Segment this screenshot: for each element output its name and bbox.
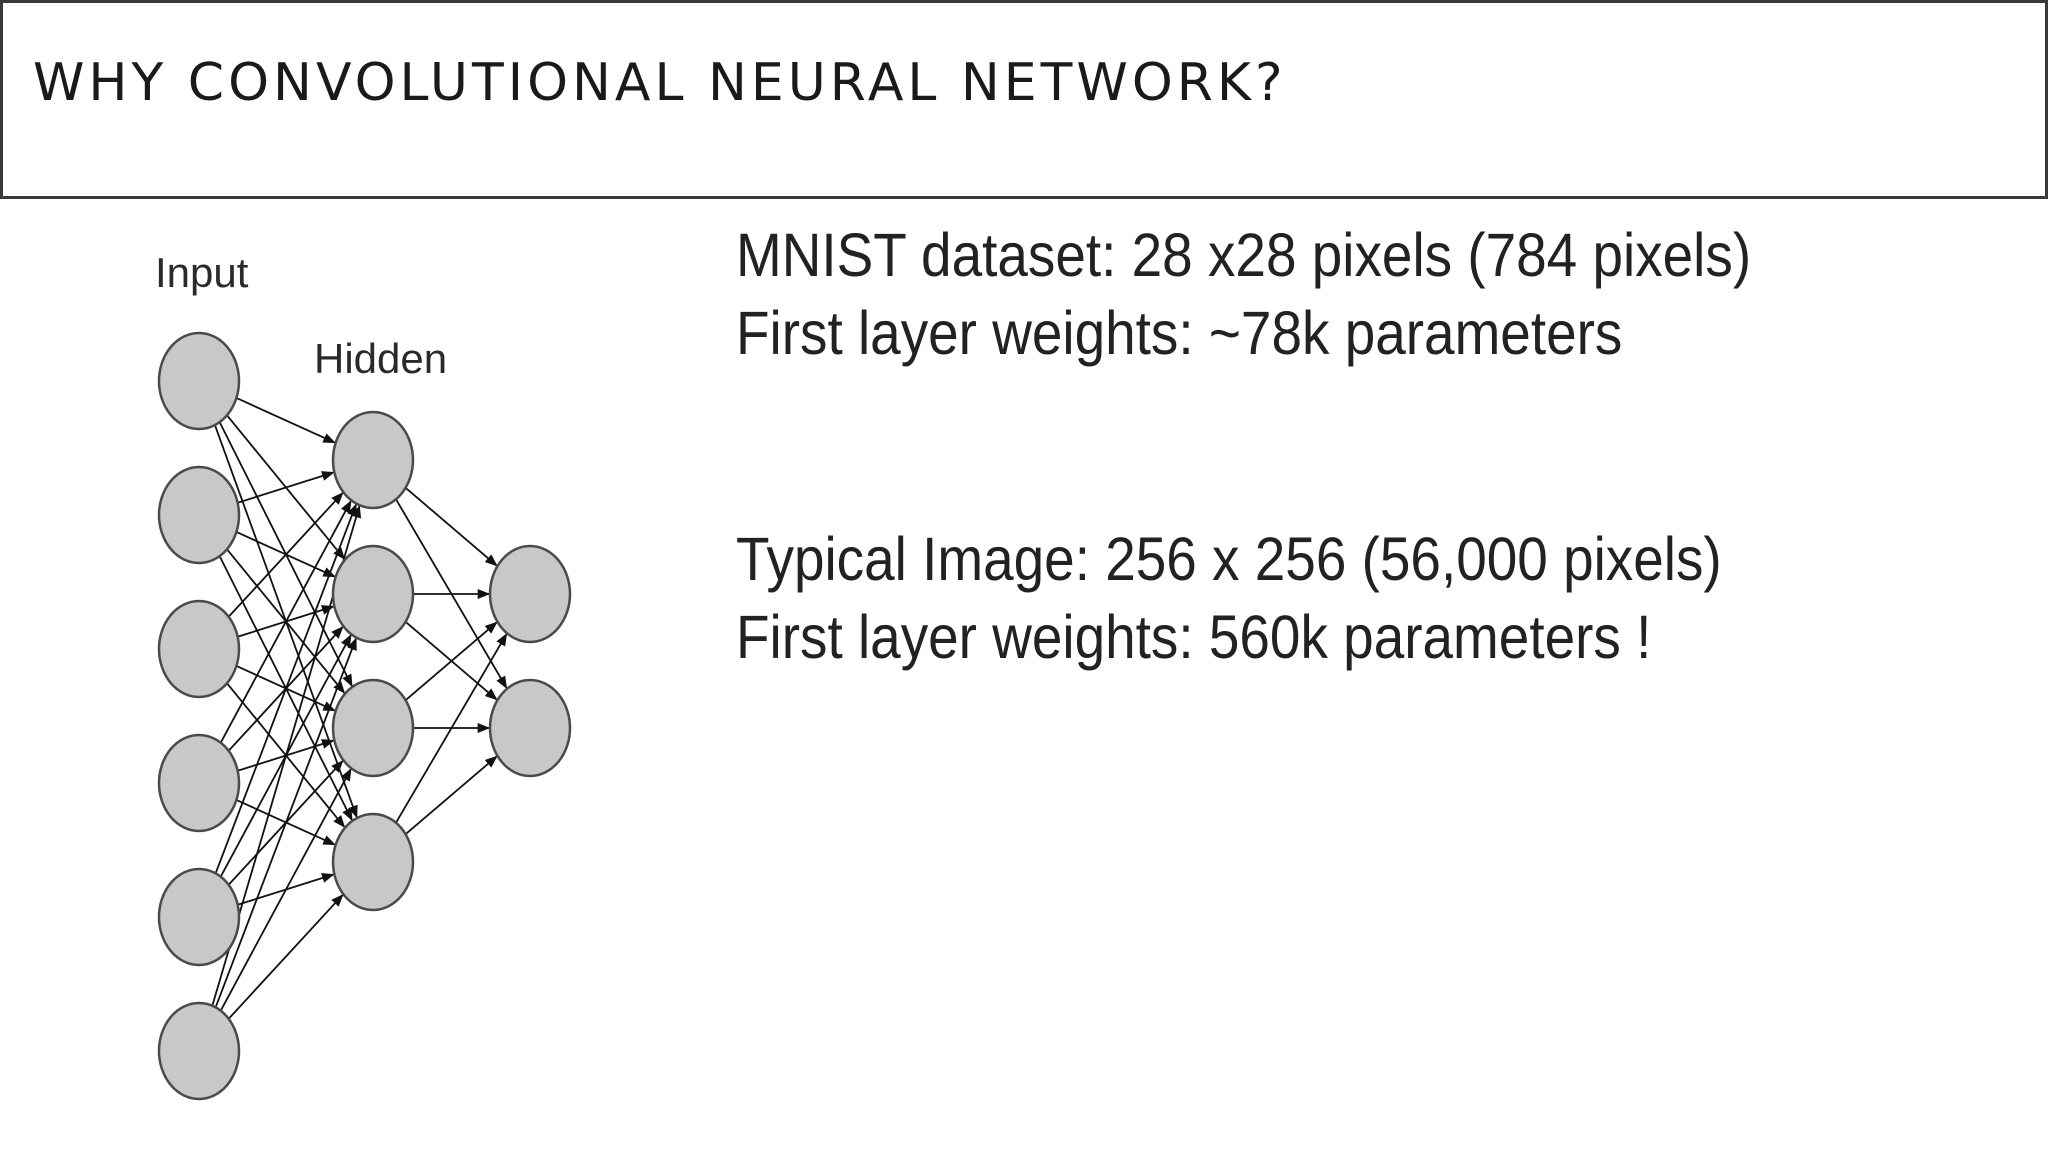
mnist-weights-line: First layer weights: ~78k parameters xyxy=(736,299,1623,367)
input-layer-label: Input xyxy=(155,249,249,296)
typical-image-weights-line: First layer weights: 560k parameters ! xyxy=(736,603,1652,671)
network-nodes xyxy=(157,331,572,1101)
input-node-6 xyxy=(157,1001,241,1101)
output-node-1 xyxy=(488,544,572,644)
input-node-5 xyxy=(157,867,241,967)
hidden-node-4 xyxy=(331,812,415,912)
edge-hidden-4-to-output-2 xyxy=(405,755,498,835)
edge-input-2-to-hidden-1 xyxy=(237,471,335,504)
hidden-node-1 xyxy=(331,410,415,510)
slide-title-box: WHY CONVOLUTIONAL NEURAL NETWORK? xyxy=(0,0,2048,199)
mnist-info-block: MNIST dataset: 28 x28 pixels (784 pixels… xyxy=(736,216,1751,372)
output-node-2 xyxy=(488,678,572,778)
input-node-2 xyxy=(157,465,241,565)
edge-hidden-3-to-output-1 xyxy=(405,621,498,701)
input-node-3 xyxy=(157,599,241,699)
edge-input-3-to-hidden-1 xyxy=(227,492,344,618)
mnist-dataset-line: MNIST dataset: 28 x28 pixels (784 pixels… xyxy=(736,221,1752,289)
edge-input-5-to-hidden-1 xyxy=(214,503,357,874)
edge-input-6-to-hidden-3 xyxy=(219,768,352,1012)
input-node-1 xyxy=(157,331,241,431)
edge-input-6-to-hidden-2 xyxy=(214,637,357,1008)
input-node-4 xyxy=(157,733,241,833)
edge-input-1-to-hidden-1 xyxy=(236,397,336,444)
edge-input-6-to-hidden-4 xyxy=(227,894,344,1020)
edge-hidden-1-to-output-1 xyxy=(405,487,498,567)
slide-title: WHY CONVOLUTIONAL NEURAL NETWORK? xyxy=(33,53,1287,113)
typical-image-line: Typical Image: 256 x 256 (56,000 pixels) xyxy=(736,525,1722,593)
edge-input-4-to-hidden-1 xyxy=(219,500,352,744)
hidden-node-2 xyxy=(331,544,415,644)
hidden-node-3 xyxy=(331,678,415,778)
typical-image-info-block: Typical Image: 256 x 256 (56,000 pixels)… xyxy=(736,520,1722,676)
hidden-layer-label: Hidden xyxy=(314,335,447,382)
edge-hidden-4-to-output-1 xyxy=(395,633,508,824)
